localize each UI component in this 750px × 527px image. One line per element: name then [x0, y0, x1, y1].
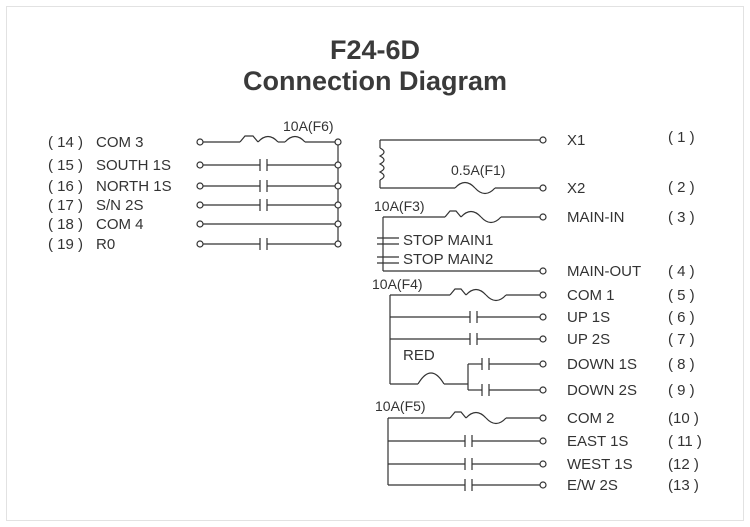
terminal-7	[539, 335, 547, 343]
right-num: ( 9 )	[668, 382, 695, 399]
terminal-14	[196, 138, 204, 146]
right-num: ( 1 )	[668, 129, 695, 146]
right-num: ( 6 )	[668, 309, 695, 326]
terminal-16	[196, 182, 204, 190]
right-label: DOWN 1S	[567, 356, 637, 373]
fuse-f6-symbol	[239, 135, 259, 143]
left-num: ( 15 )	[48, 157, 83, 174]
right-label: X1	[567, 132, 585, 149]
terminal-1	[539, 136, 547, 144]
right-num: ( 5 )	[668, 287, 695, 304]
right-label: MAIN-OUT	[567, 263, 641, 280]
left-num: ( 17 )	[48, 197, 83, 214]
right-num: (10 )	[668, 410, 699, 427]
fuse-f5-symbol	[449, 411, 467, 419]
terminal-18	[196, 220, 204, 228]
terminal-15	[196, 161, 204, 169]
terminal-12	[539, 460, 547, 468]
terminal-19	[196, 240, 204, 248]
right-num: (13 )	[668, 477, 699, 494]
right-num: ( 3 )	[668, 209, 695, 226]
right-num: ( 2 )	[668, 179, 695, 196]
right-label: COM 2	[567, 410, 615, 427]
right-label: DOWN 2S	[567, 382, 637, 399]
left-label: COM 3	[96, 134, 144, 151]
diagram-title: F24-6D	[329, 35, 421, 65]
left-num: ( 16 )	[48, 178, 83, 195]
right-label: UP 2S	[567, 331, 610, 348]
fuse-f5-label: 10A(F5)	[375, 398, 426, 414]
diagram-frame	[6, 6, 744, 521]
left-label: S/N 2S	[96, 197, 144, 214]
right-label: UP 1S	[567, 309, 610, 326]
right-num: ( 11 )	[668, 433, 702, 450]
terminal-10	[539, 414, 547, 422]
right-label: X2	[567, 180, 585, 197]
fuse-f6-label: 10A(F6)	[283, 118, 334, 134]
terminal-9	[539, 386, 547, 394]
terminal-6	[539, 313, 547, 321]
red-button-symbol	[417, 372, 445, 385]
right-label: WEST 1S	[567, 456, 633, 473]
fuse-f1-label: 0.5A(F1)	[451, 162, 505, 178]
right-num: (12 )	[668, 456, 699, 473]
red-button-label: RED	[403, 347, 435, 364]
left-num: ( 19 )	[48, 236, 83, 253]
right-num: ( 4 )	[668, 263, 695, 280]
left-label: SOUTH 1S	[96, 157, 171, 174]
terminal-11	[539, 437, 547, 445]
left-label: COM 4	[96, 216, 144, 233]
left-label: NORTH 1S	[96, 178, 172, 195]
terminal-17	[196, 201, 204, 209]
terminal-8	[539, 360, 547, 368]
right-label: E/W 2S	[567, 477, 618, 494]
transformer-coil	[378, 147, 385, 181]
terminal-2	[539, 184, 547, 192]
terminal-3	[539, 213, 547, 221]
right-num: ( 8 )	[668, 356, 695, 373]
terminal-4	[539, 267, 547, 275]
fuse-f4-label: 10A(F4)	[372, 276, 423, 292]
fuse-f3-label: 10A(F3)	[374, 198, 425, 214]
stop-main2-label: STOP MAIN2	[403, 251, 493, 268]
left-num: ( 14 )	[48, 134, 83, 151]
right-num: ( 7 )	[668, 331, 695, 348]
left-label: R0	[96, 236, 115, 253]
stop-main1-label: STOP MAIN1	[403, 232, 493, 249]
right-label: COM 1	[567, 287, 615, 304]
fuse-f3-symbol	[444, 210, 462, 218]
diagram-subtitle: Connection Diagram	[242, 66, 508, 96]
fuse-f4-symbol	[449, 288, 467, 296]
right-label: MAIN-IN	[567, 209, 625, 226]
fuse-f1-symbol	[454, 181, 476, 189]
left-num: ( 18 )	[48, 216, 83, 233]
right-label: EAST 1S	[567, 433, 628, 450]
terminal-13	[539, 481, 547, 489]
terminal-5	[539, 291, 547, 299]
